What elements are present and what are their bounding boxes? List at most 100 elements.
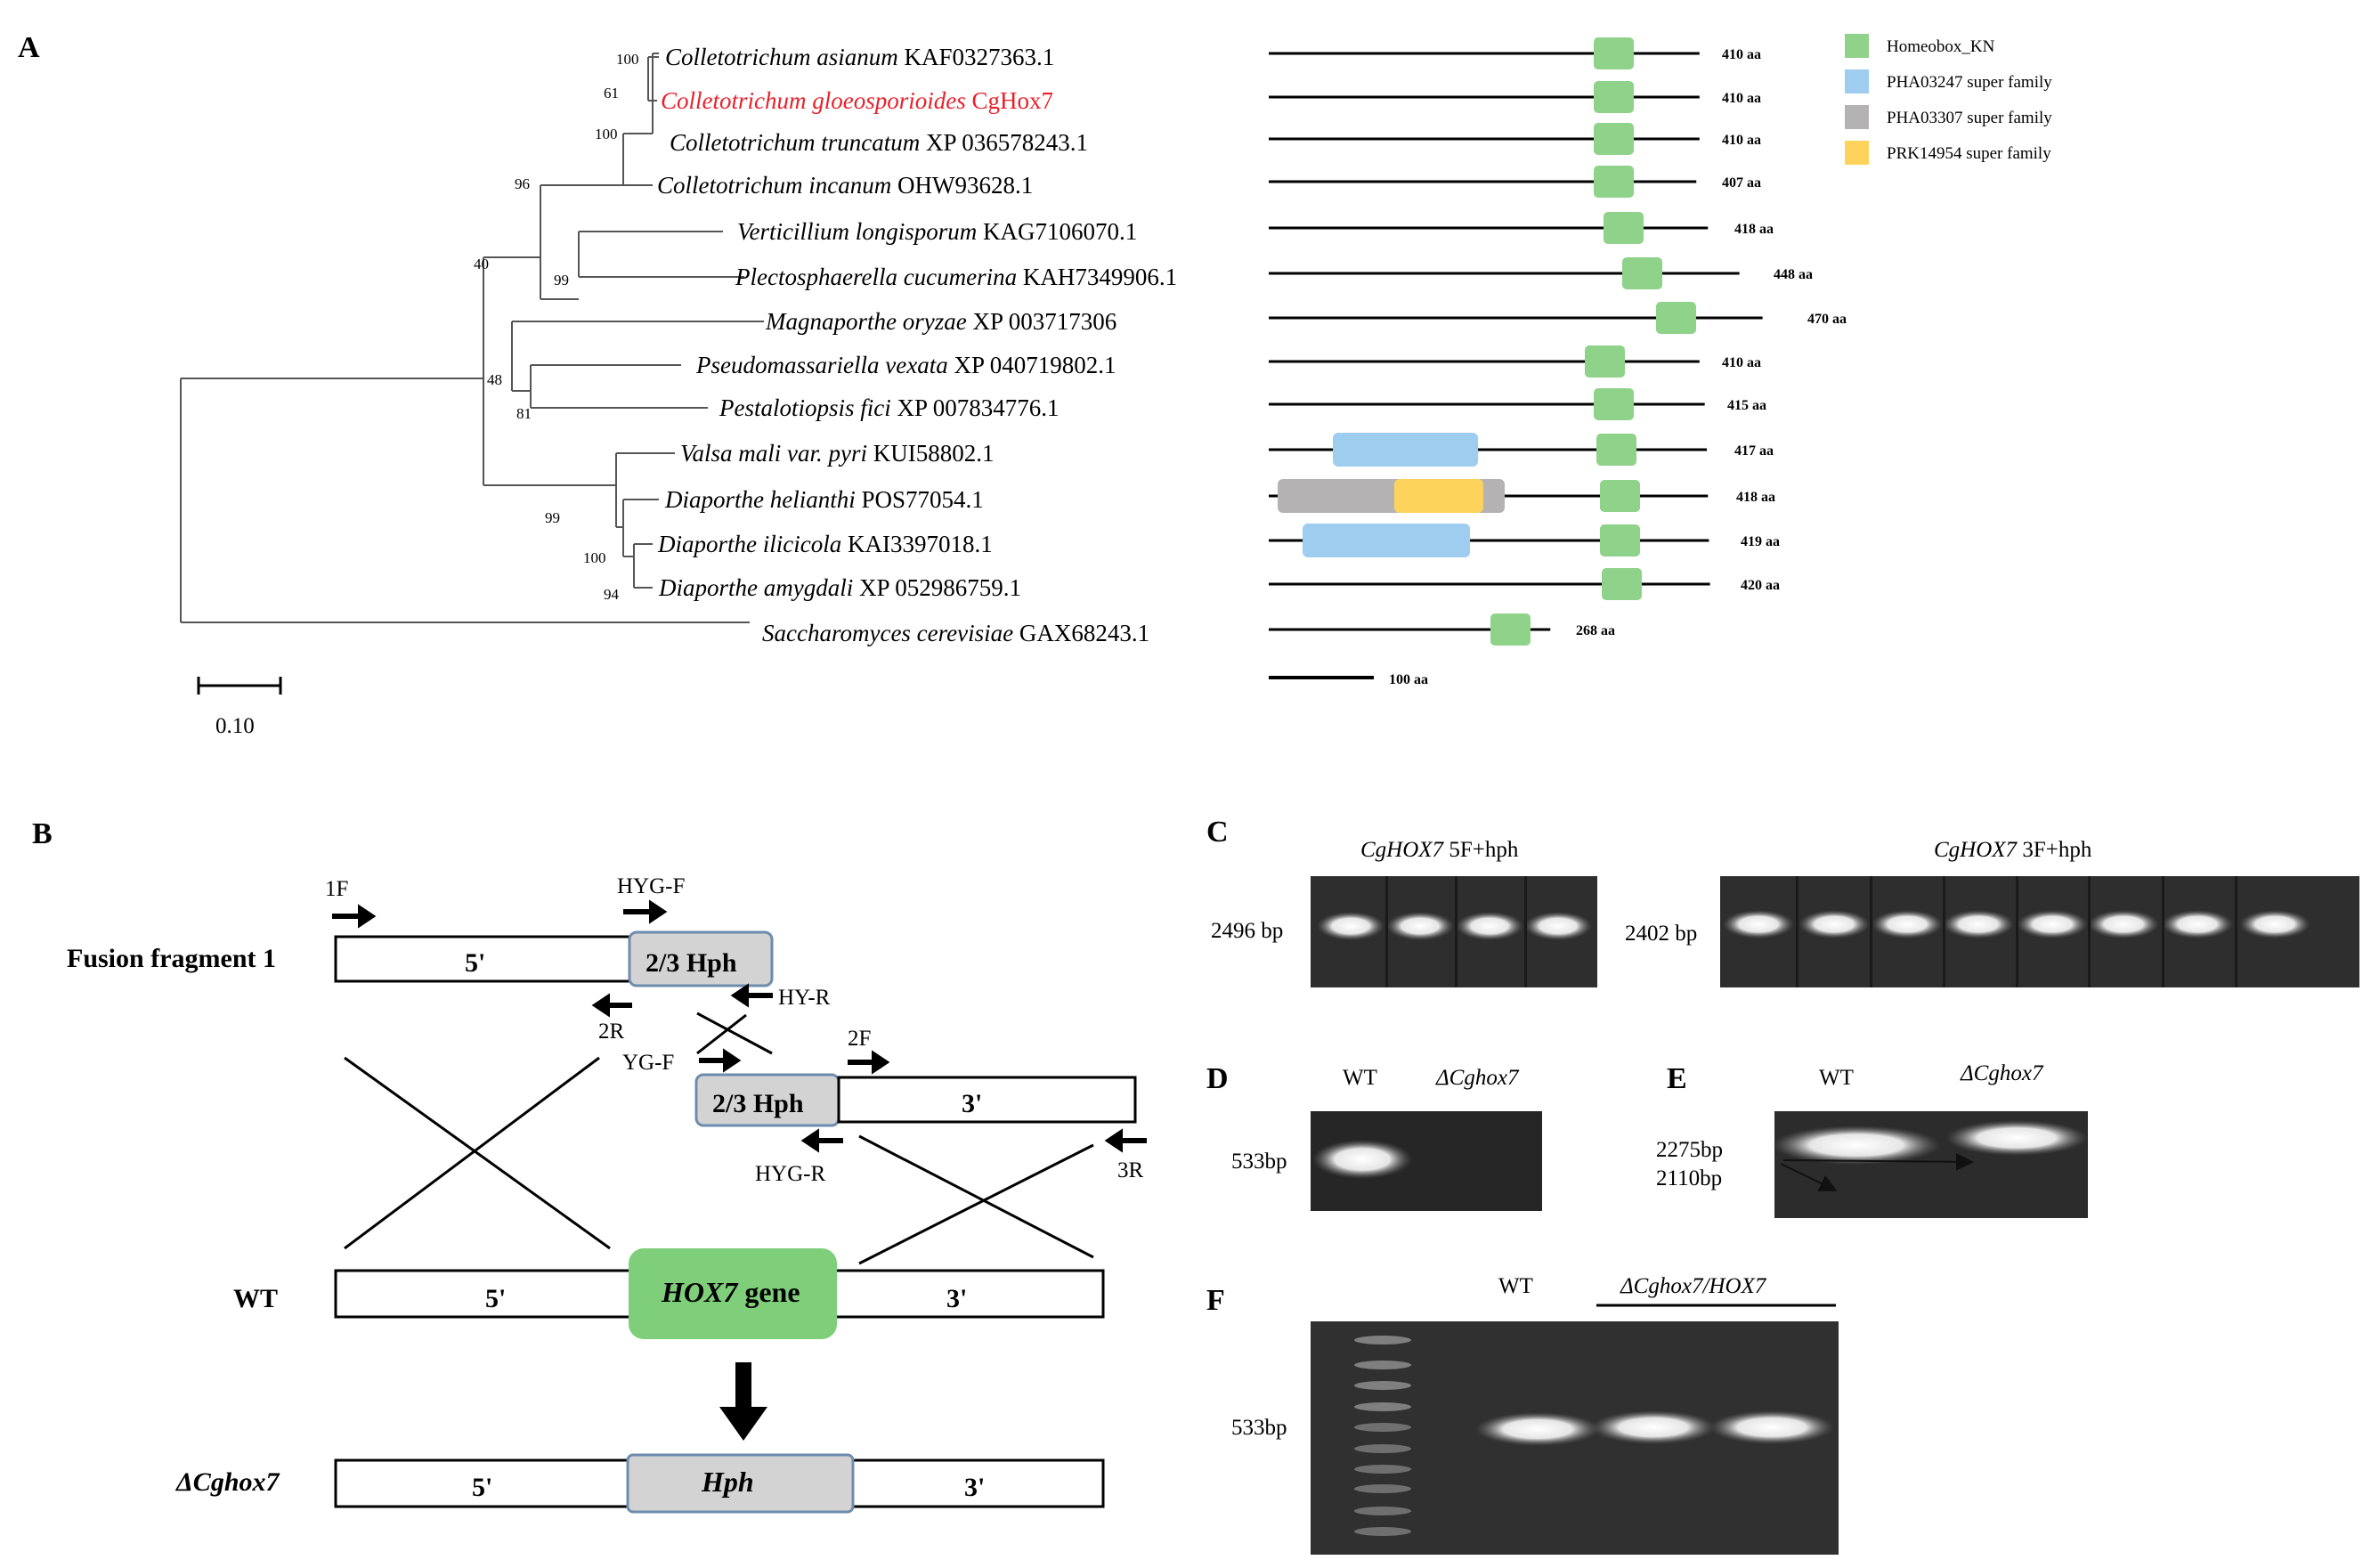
protein-length: 418 aa (1734, 222, 1774, 237)
gel-f-size: 533bp (1231, 1416, 1287, 1440)
recombination-arrow (719, 1362, 767, 1441)
fusion-5-label: 5' (465, 948, 485, 978)
bootstrap-value: 99 (545, 509, 560, 526)
protein-domain (1394, 479, 1483, 513)
wt-3-label: 3' (946, 1284, 967, 1313)
gel-c-right-size: 2402 bp (1625, 922, 1697, 946)
taxon-label: Diaporthe helianthi POS77054.1 (664, 486, 984, 513)
primer-hyg-f: HYG-F (617, 874, 685, 898)
homeobox-domain (1622, 257, 1662, 289)
ladder-band (1354, 1465, 1411, 1474)
panel-label-e: E (1667, 1062, 1687, 1095)
gel-lane-gap (2235, 876, 2237, 987)
primer-1f: 1F (325, 877, 348, 901)
tree-scale-label: 0.10 (215, 714, 255, 738)
wt-5-label: 5' (485, 1284, 506, 1313)
taxon-label: Pseudomassariella vexata XP 040719802.1 (695, 352, 1116, 378)
gel-c-right-title: CgHOX7 3F+hph (1934, 838, 2092, 862)
hox7-gene-box (629, 1248, 837, 1339)
gel-d-wt: WT (1343, 1066, 1377, 1090)
gel-lane-gap (1796, 876, 1799, 987)
homeobox-domain (1656, 302, 1696, 334)
ladder-band (1354, 1336, 1411, 1345)
mutant-locus-label: ΔCghox7 (175, 1467, 280, 1497)
gel-lane-gap (2016, 876, 2018, 987)
gel-f-comp: ΔCghox7/HOX7 (1620, 1274, 1767, 1298)
bootstrap-value: 94 (604, 586, 620, 603)
wt-locus-label: WT (233, 1284, 278, 1313)
gel-f-wt: WT (1498, 1274, 1533, 1298)
gel-d-band-wt (1312, 1140, 1412, 1179)
homeobox-domain (1585, 345, 1625, 378)
gel-f-band-comp-2 (1709, 1410, 1834, 1444)
protein-length: 415 aa (1727, 398, 1766, 413)
fusion2-3-flank (837, 1076, 1137, 1124)
homeobox-domain (1594, 81, 1634, 113)
ladder-band (1354, 1507, 1411, 1515)
gel-c-band (1872, 910, 1943, 938)
bootstrap-value: 100 (595, 126, 618, 142)
protein-domain (1333, 433, 1478, 467)
primer-hyg-r: HYG-R (755, 1162, 825, 1186)
protein-length: 410 aa (1722, 355, 1761, 370)
taxon-label: Colletotrichum truncatum XP 036578243.1 (670, 129, 1088, 156)
taxon-label: Plectosphaerella cucumerina KAH7349906.1 (735, 264, 1177, 290)
legend-label: PHA03307 super family (1887, 109, 2052, 127)
panel-label-c: C (1206, 816, 1229, 849)
bootstrap-value: 81 (516, 405, 532, 422)
gel-f-band-comp-1 (1591, 1410, 1716, 1444)
protein-length: 417 aa (1734, 443, 1774, 459)
ladder-band (1354, 1423, 1411, 1432)
bootstrap-value: 40 (474, 256, 489, 272)
hox7-gene-label: HOX7 gene (661, 1276, 800, 1308)
protein-length: 448 aa (1774, 267, 1813, 282)
gel-c-band (2239, 910, 2310, 938)
legend-label: PRK14954 super family (1887, 144, 2051, 163)
gel-c-band (1723, 910, 1794, 938)
legend-swatch (1845, 141, 1869, 165)
domain-scale-label: 100 aa (1389, 672, 1428, 687)
bootstrap-value: 100 (616, 51, 639, 68)
taxon-label: Colletotrichum incanum OHW93628.1 (657, 172, 1033, 199)
gel-c-band (2162, 910, 2233, 938)
homeobox-domain (1594, 123, 1634, 155)
gel-lane-gap (2088, 876, 2091, 987)
mutant-5-label: 5' (472, 1473, 492, 1502)
gel-lane-gap (2162, 876, 2164, 987)
gel-c-band (1386, 912, 1454, 940)
homeobox-domain (1600, 480, 1640, 512)
gel-e-arrow-2110 (1780, 1163, 1838, 1192)
gel-e-size-2: 2110bp (1656, 1166, 1722, 1190)
protein-length: 268 aa (1576, 623, 1615, 638)
gel-e-arrow-2275 (1782, 1152, 1974, 1171)
legend-swatch (1845, 105, 1869, 129)
gel-c-band (1799, 910, 1870, 938)
bootstrap-value: 99 (554, 272, 569, 288)
primer-hy-r: HY-R (778, 986, 831, 1010)
panel-label-d: D (1206, 1062, 1229, 1095)
panel-label-b: B (32, 817, 53, 850)
protein-length: 418 aa (1736, 490, 1775, 505)
ladder-band (1354, 1527, 1411, 1536)
panel-label-a: A (18, 31, 40, 64)
fusion-hph-label: 2/3 Hph (646, 948, 737, 978)
legend-label: PHA03247 super family (1887, 73, 2052, 92)
gel-f-ladder (1354, 1336, 1411, 1536)
fusion2-3-label: 3' (962, 1089, 982, 1118)
protein-length: 419 aa (1741, 534, 1780, 549)
taxon-label: Verticillium longisporum KAG7106070.1 (737, 218, 1137, 245)
gel-lane-gap (1455, 876, 1458, 987)
taxon-label: Magnaporthe oryzae XP 003717306 (765, 308, 1116, 335)
homeobox-domain (1596, 434, 1636, 466)
mutant-hph-box (626, 1453, 855, 1514)
primer-2f: 2F (848, 1027, 871, 1051)
protein-length: 410 aa (1722, 91, 1761, 106)
bootstrap-value: 48 (487, 371, 502, 388)
homeobox-domain (1600, 524, 1640, 557)
gel-e-band-mut (1945, 1120, 2088, 1156)
gel-c-band (1524, 912, 1592, 940)
